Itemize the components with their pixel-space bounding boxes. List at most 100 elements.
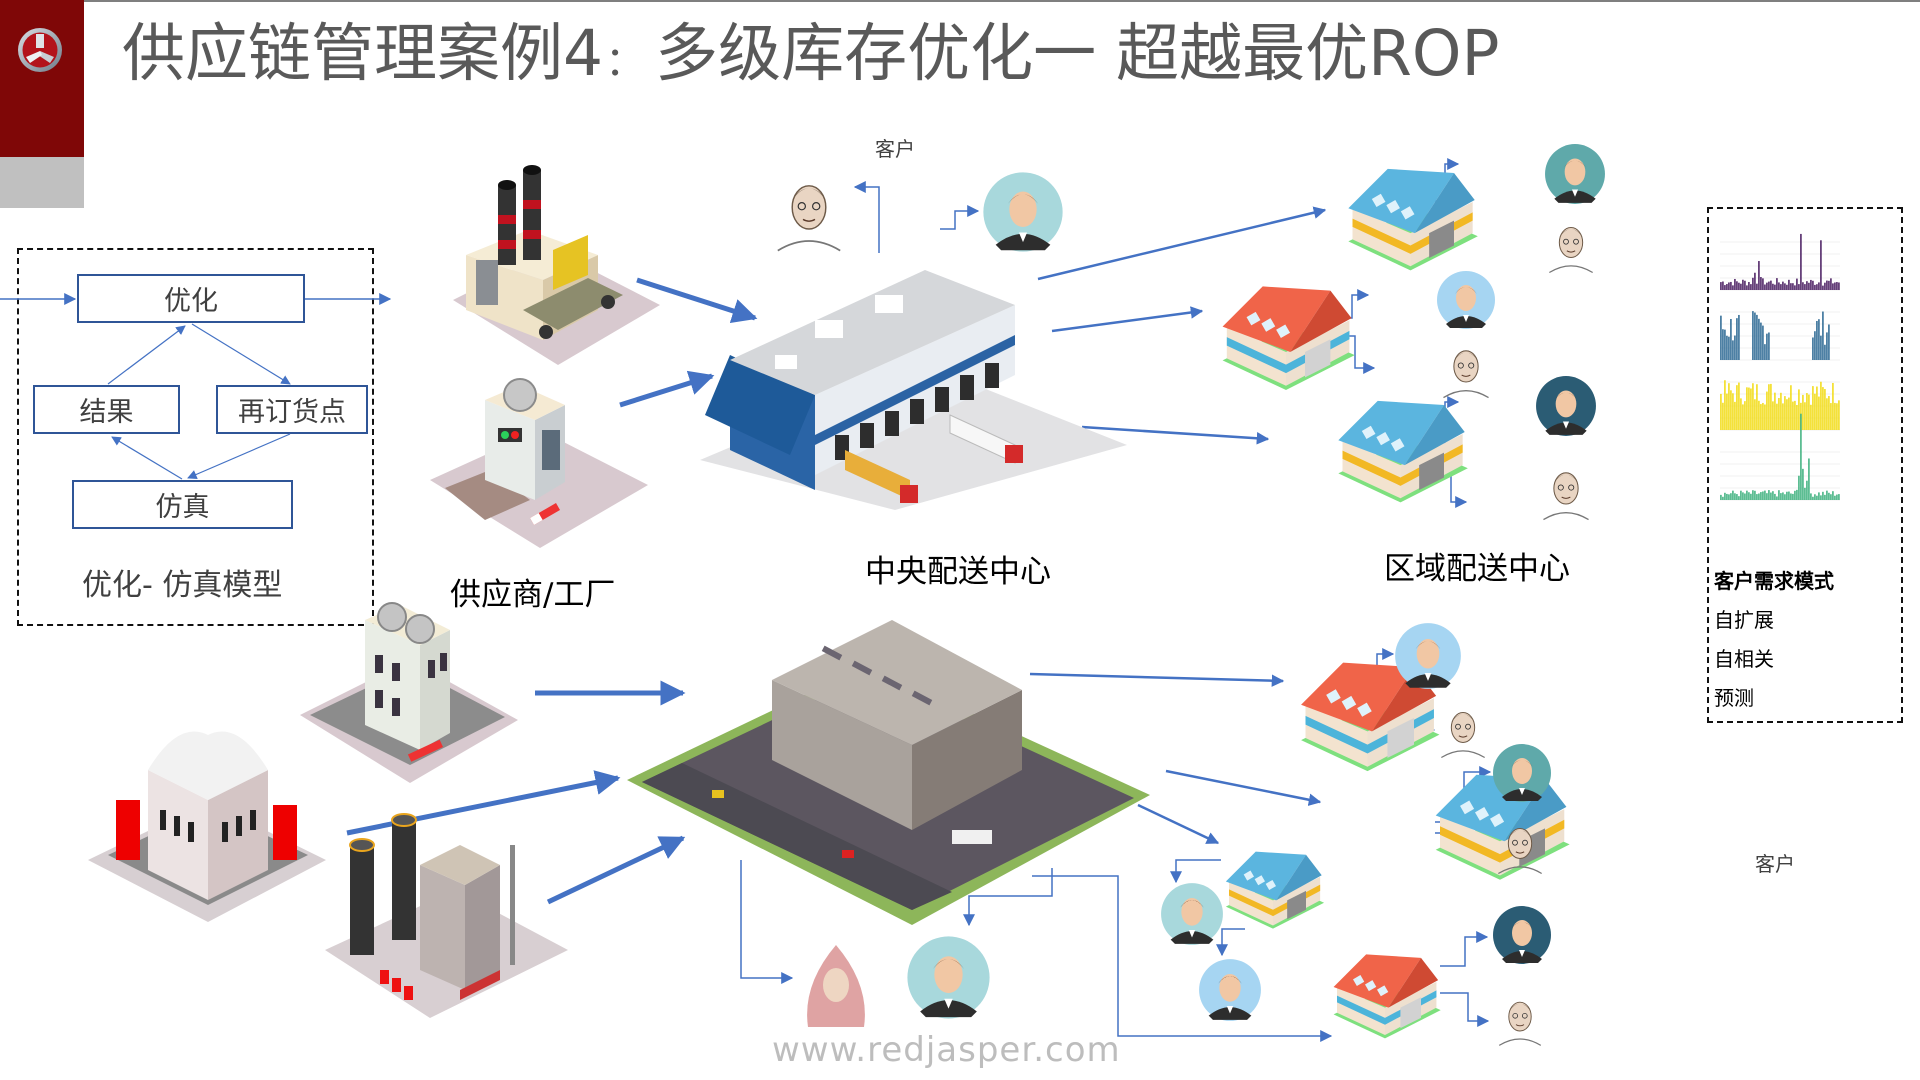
demand-bar xyxy=(1760,277,1762,290)
demand-charts xyxy=(1720,233,1840,501)
demand-bar xyxy=(1814,393,1816,430)
demand-bar xyxy=(1780,493,1782,500)
demand-bar xyxy=(1802,394,1804,430)
demand-bar xyxy=(1776,278,1778,290)
demand-bar xyxy=(1772,401,1774,430)
simulation-to-result-arrow xyxy=(111,436,183,480)
demand-bar xyxy=(1736,281,1738,290)
demand-bar xyxy=(1820,495,1822,500)
optimization-simulation-model-box xyxy=(17,248,374,626)
demand-bar xyxy=(1728,336,1730,360)
demand-bar xyxy=(1826,280,1828,290)
demand-bar xyxy=(1720,282,1722,290)
demand-bar xyxy=(1724,380,1726,430)
header-brand-band xyxy=(0,0,84,157)
demand-bar xyxy=(1792,401,1794,430)
demand-bar xyxy=(1822,285,1824,290)
demand-bar xyxy=(1756,384,1758,430)
demand-bar xyxy=(1754,312,1756,360)
demand-bar xyxy=(1738,314,1740,360)
demand-bar xyxy=(1792,493,1794,500)
demand-bar xyxy=(1796,404,1798,430)
demand-bar xyxy=(1816,495,1818,500)
demand-bar xyxy=(1822,311,1824,360)
demand-bar xyxy=(1804,284,1806,290)
demand-bar xyxy=(1756,283,1758,290)
demand-bar xyxy=(1728,282,1730,290)
demand-bar xyxy=(1730,493,1732,500)
demand-bar xyxy=(1804,487,1806,500)
top-rule xyxy=(84,0,1920,2)
demand-bar xyxy=(1832,491,1834,500)
demand-bar xyxy=(1810,279,1812,290)
demand-bar xyxy=(1820,381,1822,430)
central-to-customer-a-arrow xyxy=(853,181,880,253)
demand-bar xyxy=(1814,331,1816,360)
customer-avatar-icon xyxy=(1493,906,1551,964)
customer-avatar-icon xyxy=(1437,271,1495,329)
demand-bar xyxy=(1808,282,1810,290)
demand-bar xyxy=(1828,280,1830,290)
demand-bar xyxy=(1762,402,1764,430)
demand-bar xyxy=(1780,284,1782,290)
power-plant-icon xyxy=(325,813,568,1018)
demand-bar xyxy=(1800,413,1802,500)
demand-bar xyxy=(1764,490,1766,500)
demand-bar xyxy=(1806,480,1808,500)
demand-bar xyxy=(1832,283,1834,290)
demand-bar xyxy=(1790,385,1792,430)
demand-patterns-panel xyxy=(1707,207,1903,723)
demand-bar xyxy=(1818,282,1820,290)
demand-bar xyxy=(1836,282,1838,290)
regional-d-to-cust-suit2-arrow xyxy=(1440,931,1489,967)
warehouse-icon xyxy=(1348,168,1478,271)
demand-bar xyxy=(1836,403,1838,430)
demand-bar xyxy=(1796,278,1798,290)
demand-bar xyxy=(1770,383,1772,430)
demand-bar xyxy=(1838,494,1840,500)
customer-avatar-icon xyxy=(983,172,1063,252)
demand-bar xyxy=(1748,387,1750,430)
demand-bar xyxy=(1738,382,1740,430)
demand-bar xyxy=(1744,493,1746,500)
demand-bar xyxy=(1768,490,1770,500)
demand-bar xyxy=(1834,282,1836,290)
demand-bar xyxy=(1730,318,1732,360)
watermark: www.redjasper.com xyxy=(772,1030,1121,1070)
demand-bar xyxy=(1836,494,1838,500)
demand-bar xyxy=(1772,283,1774,290)
central-dc-label: 中央配送中心 xyxy=(865,554,1051,590)
demand-bar xyxy=(1732,285,1734,290)
demand-bar xyxy=(1766,333,1768,360)
demand-bar xyxy=(1728,494,1730,500)
customer-avatar-icon xyxy=(1536,376,1596,436)
demand-bar xyxy=(1730,390,1732,430)
central-to-regional3-arrow xyxy=(1081,425,1270,445)
demand-bar xyxy=(1778,398,1780,430)
warehouse-icon xyxy=(1222,286,1355,391)
demand-bar xyxy=(1818,492,1820,500)
node-simulation-label: 仿真 xyxy=(155,492,210,523)
demand-bar xyxy=(1816,284,1818,290)
demand-bar xyxy=(1762,325,1764,360)
demand-bar xyxy=(1724,492,1726,500)
demand-bar xyxy=(1754,399,1756,430)
demand-bar xyxy=(1724,329,1726,360)
office-building-icon xyxy=(88,731,326,922)
title-colon: ： xyxy=(605,39,646,85)
demand-bar xyxy=(1738,282,1740,290)
demand-bar xyxy=(1830,278,1832,290)
demand-bar xyxy=(1824,389,1826,430)
demand-bar xyxy=(1758,400,1760,430)
demand-bar xyxy=(1726,393,1728,430)
regional-dc-label: 区域配送中心 xyxy=(1384,551,1570,587)
central-to-regional2-arrow xyxy=(1051,306,1204,333)
demand-bar xyxy=(1818,319,1820,360)
lower-dc-to-regional-d-arrow xyxy=(1032,875,1333,1042)
demand-item-autocorrelation: 自相关 xyxy=(1714,647,1774,671)
demand-bar xyxy=(1838,400,1840,430)
demand-bar xyxy=(1812,337,1814,360)
demand-bar xyxy=(1720,393,1722,430)
demand-bar xyxy=(1820,240,1822,290)
